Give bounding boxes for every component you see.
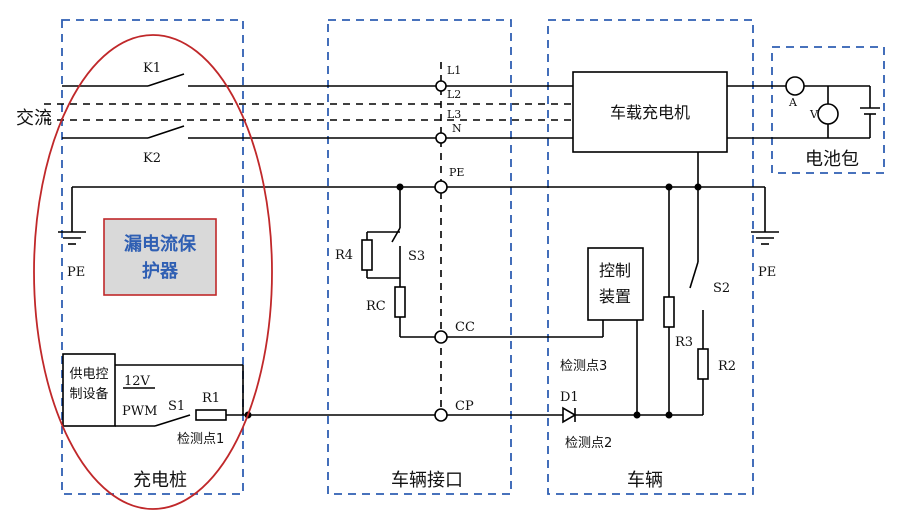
r3-resistor	[663, 296, 675, 328]
s3-label: S3	[408, 249, 425, 264]
voltmeter-label: V	[809, 108, 819, 121]
ammeter-icon	[785, 76, 805, 96]
k2-switch	[147, 125, 185, 139]
supply-control-box	[62, 353, 116, 427]
pile-highlight-ellipse	[33, 34, 273, 510]
rcd-box	[103, 218, 217, 296]
ammeter-label: A	[788, 96, 798, 109]
r2-label: R2	[718, 359, 736, 374]
s1-switch	[154, 414, 191, 427]
r4-resistor	[361, 239, 373, 271]
terminal-l1-label: L1	[447, 64, 461, 77]
k1-switch	[147, 73, 185, 87]
s3-switch	[391, 227, 401, 243]
r2-resistor	[697, 348, 709, 380]
k1-label: K1	[143, 61, 161, 76]
terminal-cp-label: CP	[455, 399, 474, 414]
v12-label: 12V	[124, 374, 151, 389]
terminal-cc	[434, 330, 448, 344]
ac-label: 交流	[16, 108, 52, 129]
voltmeter-icon	[817, 103, 839, 125]
r3-label: R3	[675, 335, 693, 350]
interface-title: 车辆接口	[391, 470, 463, 491]
node-cp-r3	[665, 411, 673, 419]
checkpoint-3-label: 检测点3	[560, 359, 607, 374]
checkpoint-1-label: 检测点1	[177, 432, 224, 447]
r1-label: R1	[202, 391, 220, 406]
rcd-label-line2: 护器	[142, 260, 179, 282]
ground-left-label: PE	[67, 265, 85, 280]
interface-region	[327, 19, 512, 495]
terminal-pe-label: PE	[449, 166, 464, 179]
d1-diode	[562, 406, 577, 424]
k2-label: K2	[143, 151, 161, 166]
rc-label: RC	[366, 299, 386, 314]
s2-label: S2	[713, 281, 730, 296]
battery-region	[771, 46, 885, 174]
ground-right-label: PE	[758, 265, 776, 280]
terminal-l1	[435, 80, 447, 92]
vehicle-title: 车辆	[627, 470, 663, 491]
r4-label: R4	[335, 248, 353, 263]
controller-box	[587, 247, 644, 321]
pile-title: 充电桩	[133, 470, 187, 491]
controller-label-line1: 控制	[599, 261, 631, 280]
vehicle-region	[547, 19, 754, 495]
node-cp-controller	[633, 411, 641, 419]
supply-control-label-line2: 制设备	[69, 386, 108, 402]
terminal-pe	[434, 180, 448, 194]
terminal-l2-label: L2	[447, 88, 461, 101]
terminal-cp	[434, 408, 448, 422]
terminal-l3-label: L3	[447, 108, 461, 121]
pile-region	[61, 19, 244, 495]
r1-resistor	[195, 409, 227, 421]
battery-title: 电池包	[805, 149, 859, 170]
terminal-cc-label: CC	[455, 320, 475, 335]
rcd-label-line1: 漏电流保	[124, 233, 197, 255]
terminal-n-label: N	[452, 122, 462, 135]
d1-label: D1	[560, 390, 579, 405]
supply-control-label-line1: 供电控	[69, 367, 108, 382]
controller-label-line2: 装置	[599, 287, 631, 306]
rc-resistor	[394, 286, 406, 318]
charger-label: 车载充电机	[610, 103, 690, 122]
s1-label: S1	[168, 399, 185, 414]
checkpoint-2-label: 检测点2	[565, 436, 612, 451]
pwm-label: PWM	[122, 404, 157, 419]
charger-box	[572, 71, 728, 153]
terminal-n	[435, 132, 447, 144]
s2-switch	[689, 261, 699, 289]
